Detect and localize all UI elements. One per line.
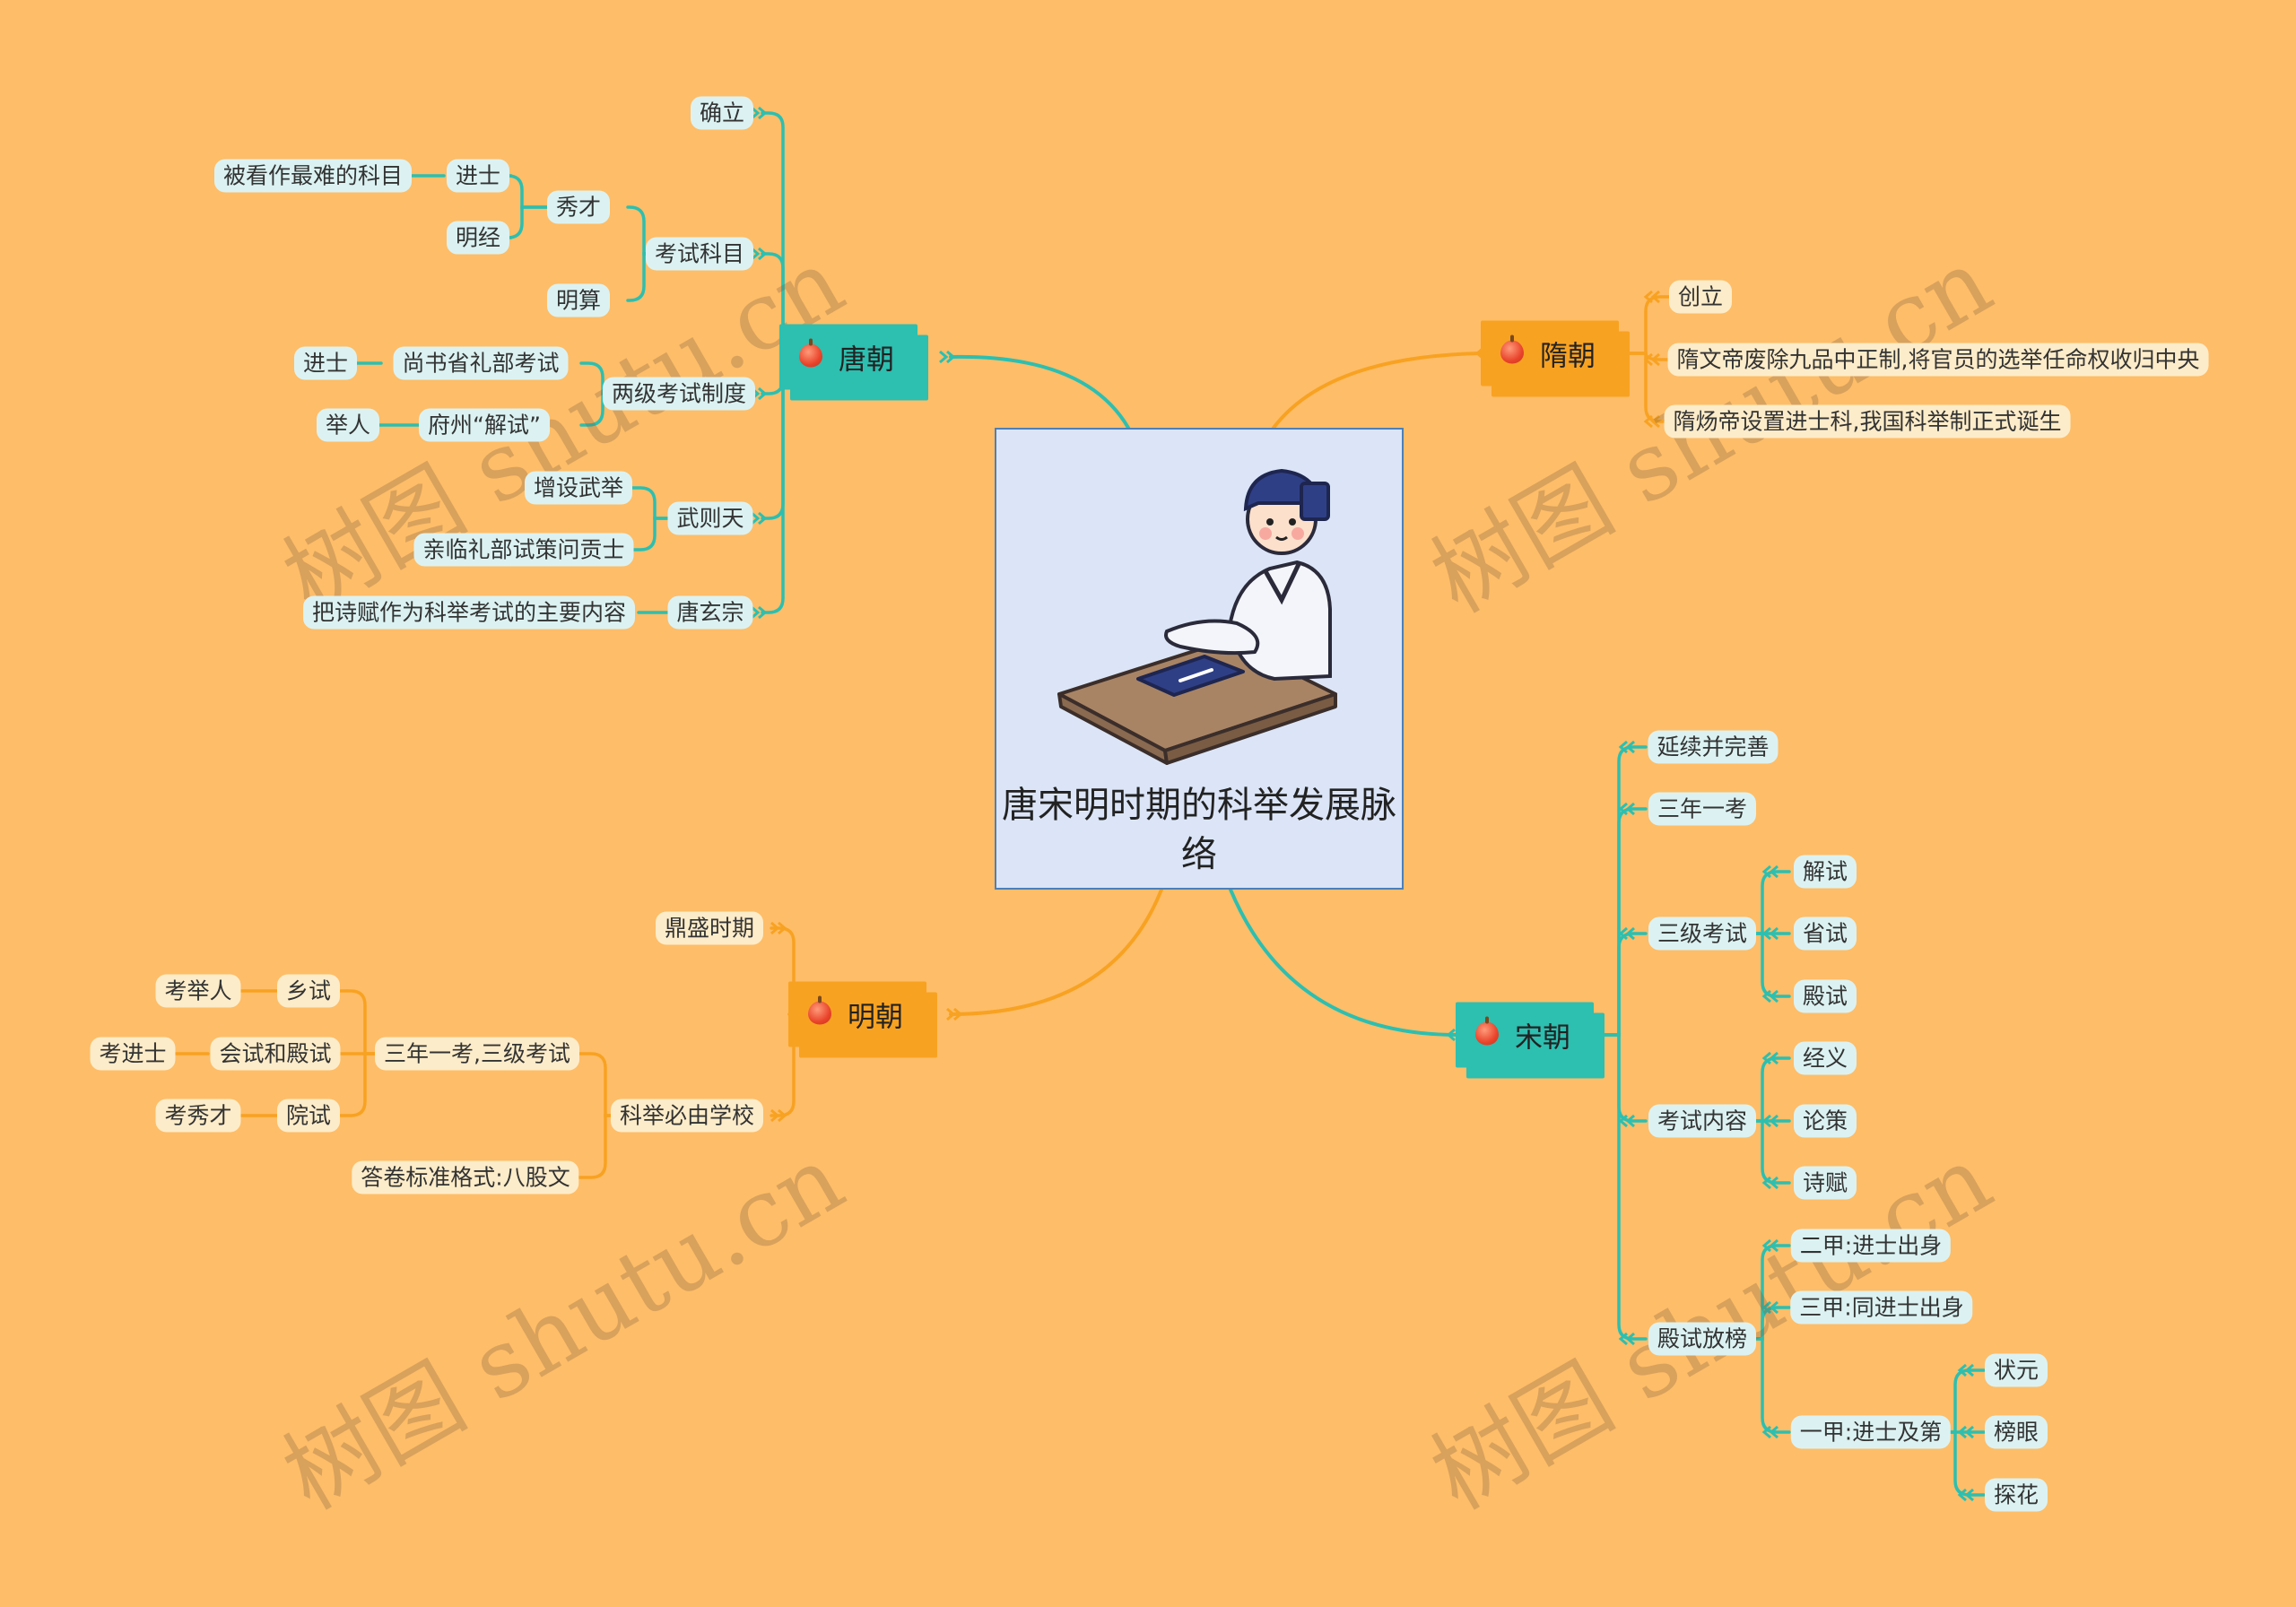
topic-kaojinshi[interactable]: 考进士	[90, 1037, 176, 1071]
topic-bixuexiao[interactable]: 科举必由学校	[610, 1099, 764, 1133]
topic-shifu[interactable]: 诗赋	[1793, 1166, 1857, 1200]
flame-icon	[799, 338, 822, 367]
topic-wendi[interactable]: 隋文帝废除九品中正制,将官员的选举任命权收归中央	[1667, 343, 2209, 377]
topic-tanhua[interactable]: 探花	[1984, 1478, 2048, 1512]
topic-yuanshi[interactable]: 院试	[276, 1099, 341, 1133]
topic-sannian-sanji[interactable]: 三年一考,三级考试	[375, 1037, 579, 1071]
topic-lunce[interactable]: 论策	[1793, 1104, 1857, 1138]
topic-yijia[interactable]: 一甲:进士及第	[1790, 1415, 1952, 1449]
topic-huishi[interactable]: 会试和殿试	[210, 1037, 341, 1071]
topic-qinlin[interactable]: 亲临礼部试策问贡士	[413, 533, 634, 567]
topic-jinshi-2[interactable]: 进士	[293, 346, 358, 380]
branch-ming-label: 明朝	[848, 1001, 903, 1034]
topic-wuju[interactable]: 增设武举	[524, 471, 633, 505]
topic-bangyan[interactable]: 榜眼	[1984, 1415, 2048, 1449]
topic-chuangli[interactable]: 创立	[1668, 280, 1733, 314]
flame-icon	[1500, 334, 1524, 363]
topic-fuzhou-jieshi[interactable]: 府州“解试”	[419, 408, 550, 442]
branch-ming[interactable]: 明朝	[788, 981, 926, 1047]
topic-mingjing[interactable]: 明经	[446, 221, 510, 255]
topic-shifu-main[interactable]: 把诗赋作为科举考试的主要内容	[302, 595, 636, 630]
topic-sanjikaoshi[interactable]: 三级考试	[1648, 916, 1757, 951]
topic-xiangshi[interactable]: 乡试	[276, 974, 341, 1008]
topic-dianshi[interactable]: 殿试	[1793, 979, 1857, 1013]
flame-icon	[1475, 1016, 1499, 1045]
topic-zhuangyuan[interactable]: 状元	[1984, 1353, 2048, 1387]
branch-song[interactable]: 宋朝	[1456, 1002, 1594, 1068]
topic-wuzetian[interactable]: 武则天	[667, 501, 753, 535]
topic-jingyi[interactable]: 经义	[1793, 1041, 1857, 1075]
topic-kaoxiucai[interactable]: 考秀才	[155, 1099, 241, 1133]
branch-tang-label: 唐朝	[839, 343, 894, 377]
topic-xuanzong[interactable]: 唐玄宗	[667, 595, 753, 630]
topic-yangdi[interactable]: 隋炀帝设置进士科,我国科举制正式诞生	[1664, 404, 2071, 439]
central-topic[interactable]: 唐宋明时期的科举发展脉络	[995, 428, 1404, 890]
branch-sui[interactable]: 隋朝	[1481, 320, 1619, 387]
scholar-illustration	[1057, 468, 1337, 765]
topic-sanjia[interactable]: 三甲:同进士出身	[1790, 1290, 1973, 1325]
flame-icon	[808, 995, 831, 1024]
topic-erjia[interactable]: 二甲:进士出身	[1790, 1229, 1952, 1263]
topic-hardest-subject[interactable]: 被看作最难的科目	[213, 159, 413, 193]
topic-kaoshikemu[interactable]: 考试科目	[645, 237, 754, 271]
topic-shangshusheng[interactable]: 尚书省礼部考试	[393, 346, 569, 380]
topic-yanxu[interactable]: 延续并完善	[1648, 730, 1779, 764]
branch-song-label: 宋朝	[1515, 1021, 1570, 1055]
topic-sannianyikao[interactable]: 三年一考	[1648, 792, 1757, 826]
topic-queli[interactable]: 确立	[690, 96, 754, 130]
topic-xiucai[interactable]: 秀才	[546, 190, 611, 224]
topic-dingsheng[interactable]: 鼎盛时期	[655, 911, 764, 945]
branch-sui-label: 隋朝	[1540, 340, 1596, 373]
topic-kaojuren[interactable]: 考举人	[155, 974, 241, 1008]
topic-dianshifangbang[interactable]: 殿试放榜	[1648, 1322, 1757, 1356]
topic-liangji[interactable]: 两级考试制度	[602, 377, 756, 411]
topic-jieshi[interactable]: 解试	[1793, 855, 1857, 889]
topic-shengshi[interactable]: 省试	[1793, 916, 1857, 951]
topic-jinshi[interactable]: 进士	[446, 159, 510, 193]
topic-juren[interactable]: 举人	[316, 408, 380, 442]
branch-tang[interactable]: 唐朝	[779, 324, 918, 390]
central-topic-title: 唐宋明时期的科举发展脉络	[1002, 785, 1396, 875]
topic-kaoshineirong[interactable]: 考试内容	[1648, 1104, 1757, 1138]
topic-bagu[interactable]: 答卷标准格式:八股文	[352, 1160, 579, 1194]
topic-mingsuan[interactable]: 明算	[546, 283, 611, 317]
